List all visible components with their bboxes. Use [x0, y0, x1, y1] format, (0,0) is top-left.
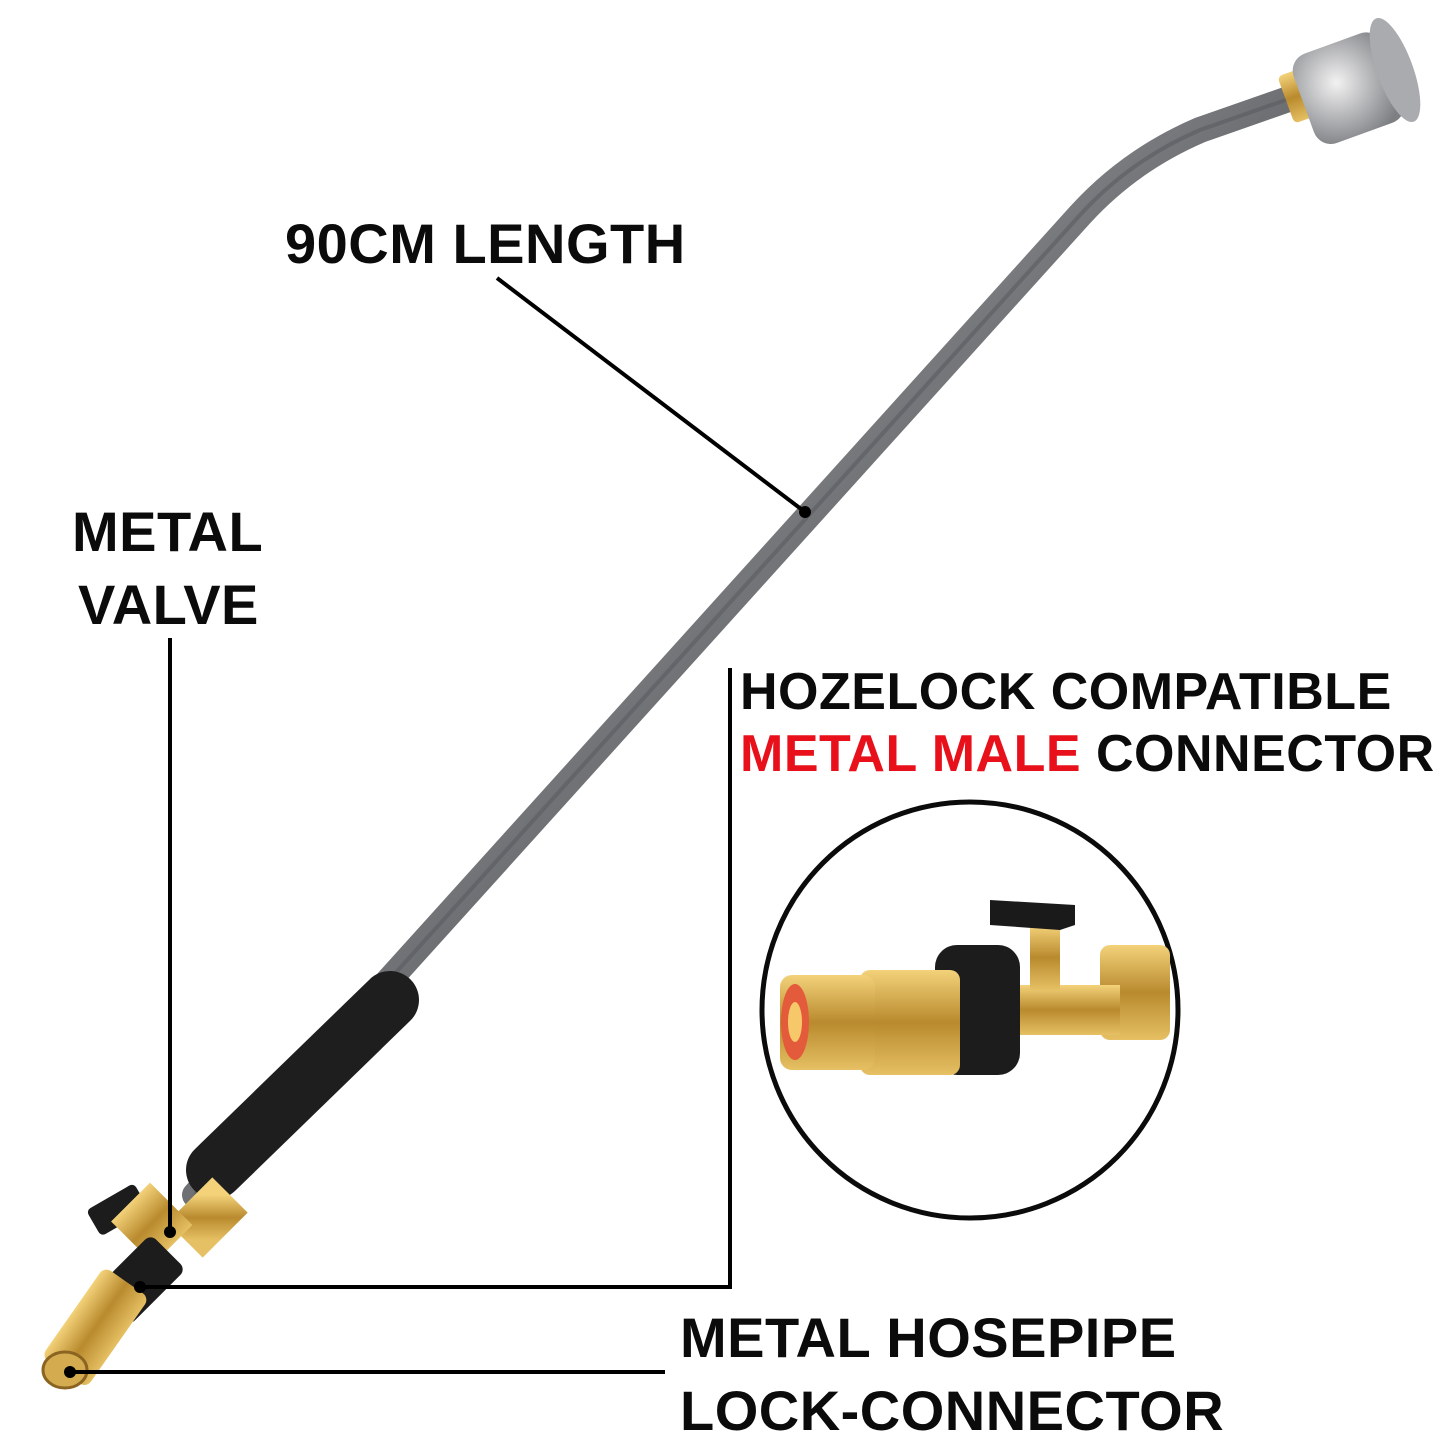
connector-leader-line — [140, 668, 732, 1289]
rose-head — [1278, 17, 1421, 145]
foam-grip — [186, 971, 419, 1199]
hosepipe-label-line1: METAL HOSEPIPE — [680, 1306, 1177, 1369]
connector-label-line2: METAL MALE CONNECTOR — [740, 728, 1435, 780]
length-leader-line — [495, 276, 807, 514]
connector-rest-text: CONNECTOR — [1096, 725, 1435, 783]
valve-label-line1: METAL — [72, 500, 264, 563]
connector-label-line1: HOZELOCK COMPATIBLE — [740, 663, 1392, 721]
length-label: 90CM LENGTH — [285, 212, 686, 275]
connector-closeup-inset — [759, 799, 1181, 1221]
connector-highlight-text: METAL MALE — [740, 725, 1082, 783]
hosepipe-label-line2: LOCK-CONNECTOR — [680, 1379, 1225, 1442]
valve-label-line2: VALVE — [78, 573, 259, 636]
